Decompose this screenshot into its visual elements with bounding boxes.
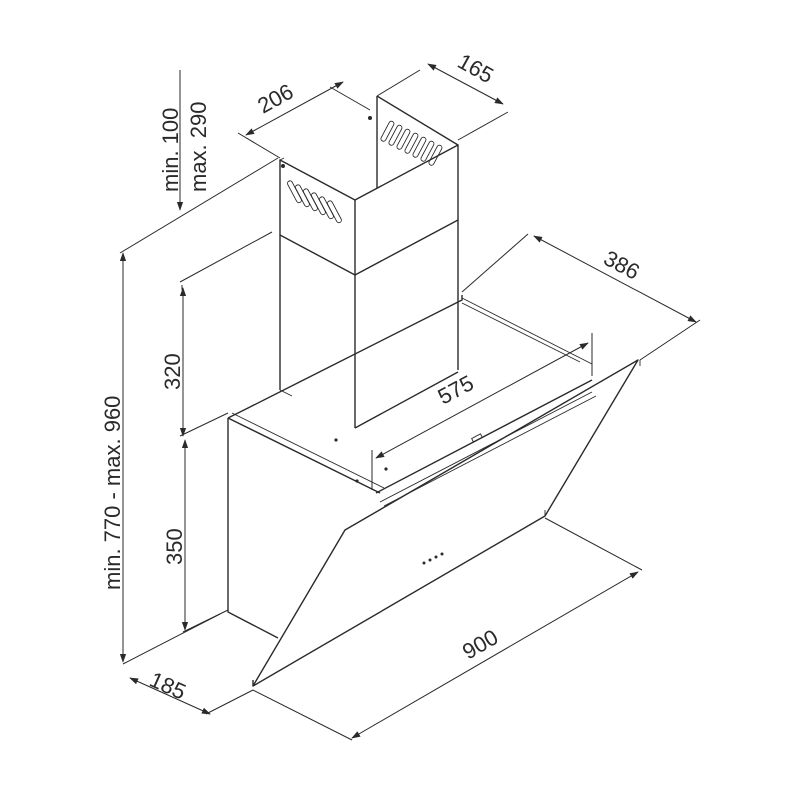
dim-total-height: min. 770 - max. 960 (100, 157, 279, 665)
dim-165-label: 165 (454, 49, 498, 89)
dim-386: 386 (461, 233, 701, 361)
dim-900: 900 (252, 517, 643, 741)
dim-575: 575 (371, 333, 593, 490)
dim-adjust-min-label: min. 100 (158, 108, 183, 192)
dim-total-label: min. 770 - max. 960 (100, 396, 125, 590)
glass-panel (252, 359, 641, 687)
control-panel-dots (422, 552, 444, 565)
dim-900-label: 900 (458, 624, 502, 664)
dim-165: 165 (376, 49, 509, 141)
dim-185-label: 185 (146, 667, 190, 705)
dim-320-label: 320 (160, 353, 185, 390)
dim-350: 350 (162, 439, 229, 633)
dim-206: 206 (237, 79, 371, 159)
hood-body (227, 295, 597, 639)
dim-185: 185 (129, 667, 254, 715)
vent-slots-front (287, 180, 342, 224)
dim-adjust-max-label: max. 290 (186, 102, 211, 193)
dim-575-label: 575 (434, 370, 478, 409)
upper-chimney (279, 95, 459, 276)
dim-386-label: 386 (600, 245, 644, 284)
dim-320: 320 (160, 287, 229, 437)
dim-206-label: 206 (253, 79, 297, 119)
dim-chimney-adjust: min. 100 max. 290 (158, 70, 273, 290)
dim-350-label: 350 (162, 528, 187, 565)
lower-chimney (279, 220, 459, 429)
vent-slots-back (380, 120, 443, 166)
